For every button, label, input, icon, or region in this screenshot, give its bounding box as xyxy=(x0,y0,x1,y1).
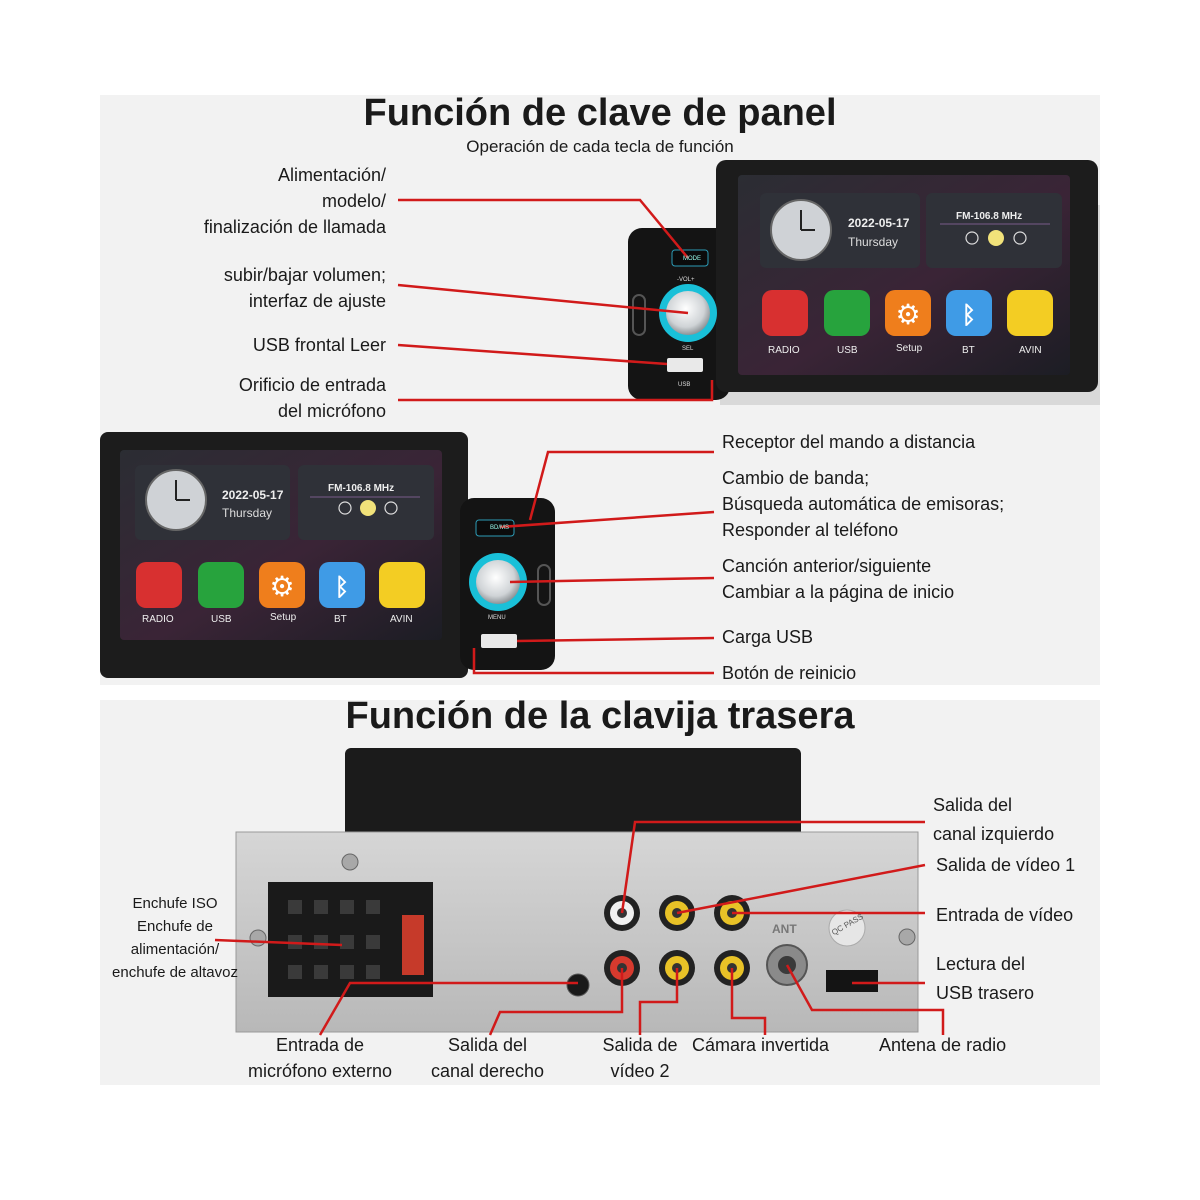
radio-icon xyxy=(762,290,808,336)
label-usb-front: USB frontal Leer xyxy=(252,335,386,355)
top-unit: ⚙ ᛒ xyxy=(628,160,1100,405)
label-usb-charge: Carga USB xyxy=(722,627,814,647)
sel-label: SEL xyxy=(682,346,694,352)
label-band: Cambio de banda;Búsqueda automática de e… xyxy=(722,468,1005,540)
screen-radio-freq-2: FM-106.8 MHz xyxy=(328,483,395,494)
app-avin-label-2: AVIN xyxy=(390,614,413,625)
menu-label: MENU xyxy=(488,615,506,621)
middle-unit: ⚙ ᛒ xyxy=(100,432,555,678)
label-camera: Cámara invertida xyxy=(692,1035,830,1055)
gear-icon xyxy=(885,290,931,336)
screen-date-2: 2022-05-17 xyxy=(222,488,284,502)
section1-title: Función de clave de panel xyxy=(363,92,837,134)
bluetooth-icon xyxy=(946,290,992,336)
rear-unit xyxy=(235,748,919,1033)
bluetooth-icon-2 xyxy=(319,562,365,608)
label-video-in: Entrada de vídeo xyxy=(936,905,1074,925)
app-bt-label: BT xyxy=(962,345,975,356)
app-setup-label: Setup xyxy=(896,343,923,354)
svg-text:ᛒ: ᛒ xyxy=(962,302,976,329)
avin-icon xyxy=(1007,290,1053,336)
mode-button-label: MODE xyxy=(683,256,701,262)
screen-day-2: Thursday xyxy=(222,506,273,520)
svg-text:ᛒ: ᛒ xyxy=(335,574,349,601)
svg-text:⚙: ⚙ xyxy=(269,571,294,602)
usb-icon-2 xyxy=(198,562,244,608)
app-avin-label: AVIN xyxy=(1019,345,1042,356)
label-remote-receiver: Receptor del mando a distancia xyxy=(722,432,976,452)
app-bt-label-2: BT xyxy=(334,614,347,625)
label-reset: Botón de reinicio xyxy=(722,663,857,683)
screen-date: 2022-05-17 xyxy=(848,216,910,230)
app-radio-label: RADIO xyxy=(768,345,800,356)
vol-label: -VOL+ xyxy=(677,277,695,283)
section2-title: Función de la clavija trasera xyxy=(345,695,855,737)
app-usb-label: USB xyxy=(837,345,858,356)
ant-label: ANT xyxy=(772,922,797,936)
label-volume: subir/bajar volumen;interfaz de ajuste xyxy=(223,265,386,311)
app-setup-label-2: Setup xyxy=(270,612,297,623)
app-usb-label-2: USB xyxy=(211,614,232,625)
label-power: Alimentación/modelo/finalización de llam… xyxy=(203,165,386,237)
gear-icon-2 xyxy=(259,562,305,608)
usb-port-label: USB xyxy=(678,382,691,388)
avin-icon-2 xyxy=(379,562,425,608)
radio-icon-2 xyxy=(136,562,182,608)
app-radio-label-2: RADIO xyxy=(142,614,174,625)
screen-radio-freq: FM-106.8 MHz xyxy=(956,211,1023,222)
svg-text:⚙: ⚙ xyxy=(895,299,920,330)
section1-subtitle: Operación de cada tecla de función xyxy=(466,137,734,156)
label-antenna: Antena de radio xyxy=(879,1035,1007,1055)
leader-lines xyxy=(214,198,945,1036)
usb-icon xyxy=(824,290,870,336)
bd-button-label: BD/MS xyxy=(490,525,510,531)
label-video-out1: Salida de vídeo 1 xyxy=(936,855,1076,875)
screen-day: Thursday xyxy=(848,235,899,249)
